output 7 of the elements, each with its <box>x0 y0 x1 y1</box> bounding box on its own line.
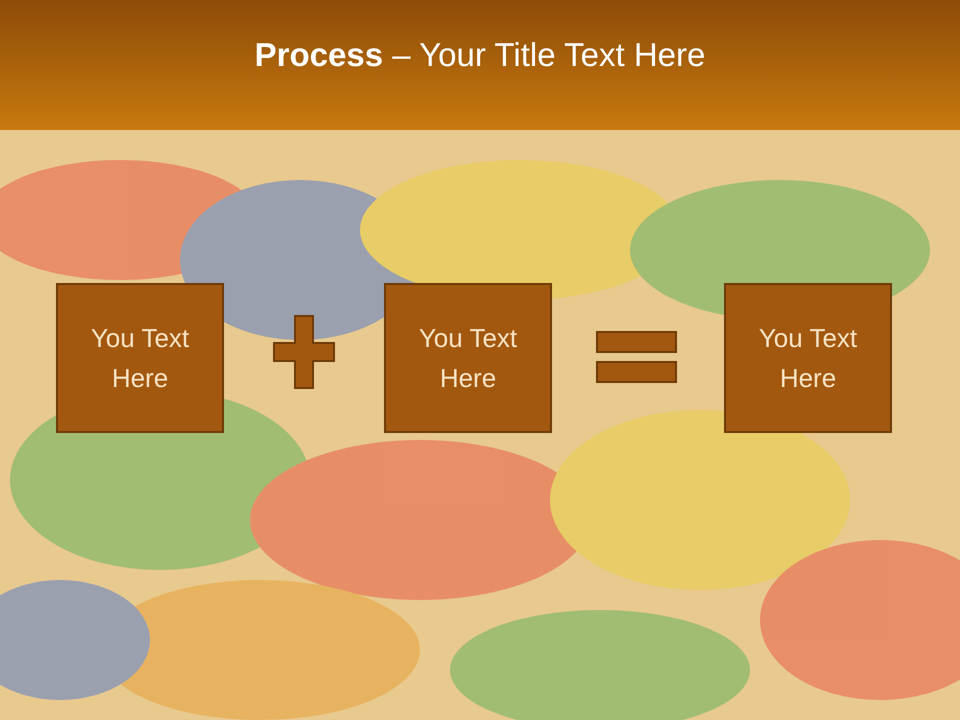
process-box <box>384 283 552 433</box>
box-text: You Text Here <box>90 322 190 395</box>
title: Process – Your Title Text Here <box>254 36 706 74</box>
process-box <box>56 283 224 433</box>
process-box <box>724 283 892 433</box>
box-text: You Text Here <box>418 322 518 395</box>
box-text: You Text Here <box>758 322 858 395</box>
